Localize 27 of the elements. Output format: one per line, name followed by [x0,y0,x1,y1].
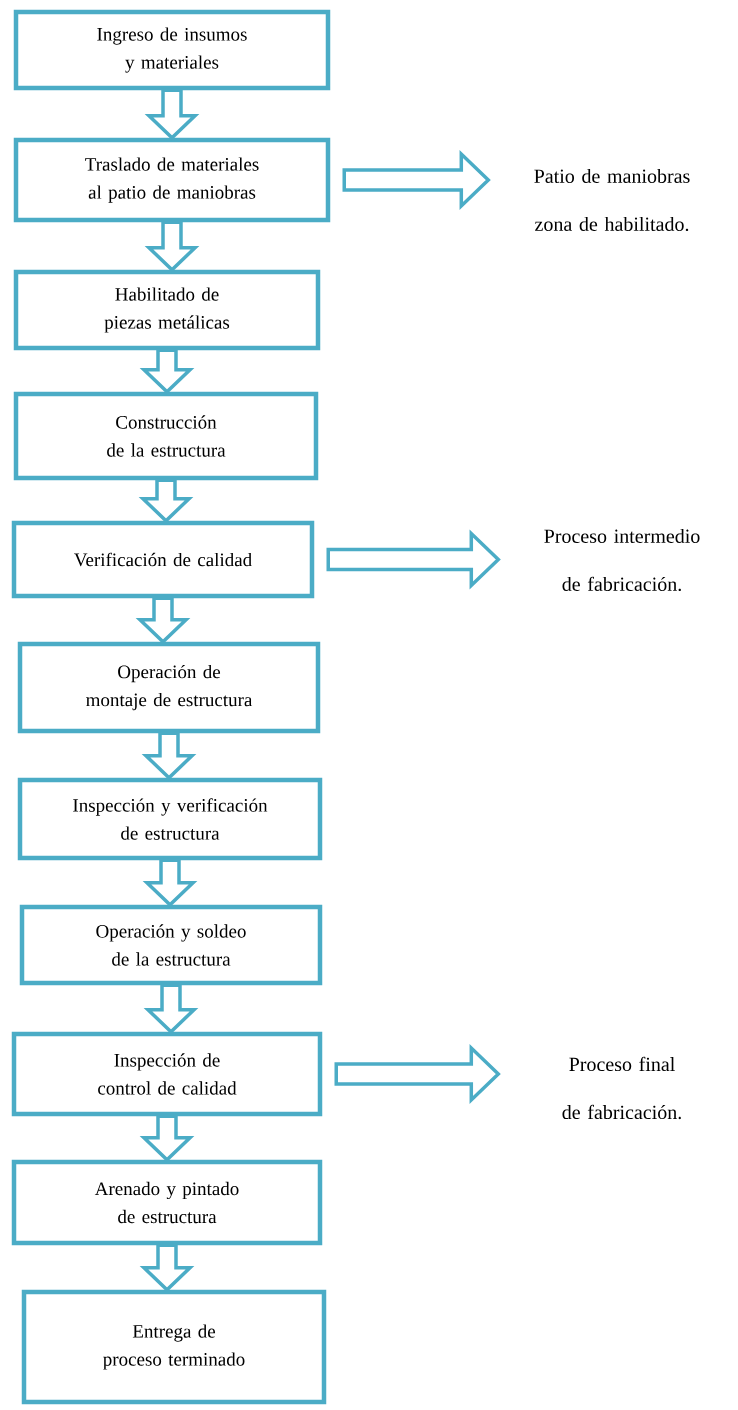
process-box: Verificación de calidad [11,520,315,599]
block-arrow [143,983,199,1035]
block-arrow [144,220,200,273]
block-arrow [342,149,491,211]
process-box: Inspección de control de calidad [11,1031,323,1117]
block-arrow [139,348,195,395]
block-arrow [326,529,501,590]
block-arrow [139,1243,195,1293]
block-arrow [135,596,191,645]
process-box: Operación de montaje de estructura [17,641,321,734]
block-arrow [139,1114,195,1163]
stage-text: Patio de maniobras zona de habilitado. [534,168,690,232]
process-box: Traslado de materiales al patio de maniobras [13,137,331,223]
process-box: Construcción de la estructura [13,391,319,481]
process-box: Habilitado de piezas metálicas [13,269,321,351]
block-arrow [142,858,198,908]
process-box: Operación y soldeo de la estructura [19,904,323,986]
block-arrow [141,731,197,781]
process-box: Inspección y verificación de estructura [17,777,323,861]
process-box: Entrega de proceso terminado [21,1289,327,1405]
block-arrow [334,1043,501,1105]
stage-text: Proceso intermedio de fabricación. [544,528,700,592]
block-arrow [144,88,200,141]
stage-text: Proceso final de fabricación. [562,1056,681,1120]
process-box: Arenado y pintado de estructura [11,1159,323,1246]
process-box: Ingreso de insumos y materiales [13,9,331,91]
block-arrow [138,478,194,524]
